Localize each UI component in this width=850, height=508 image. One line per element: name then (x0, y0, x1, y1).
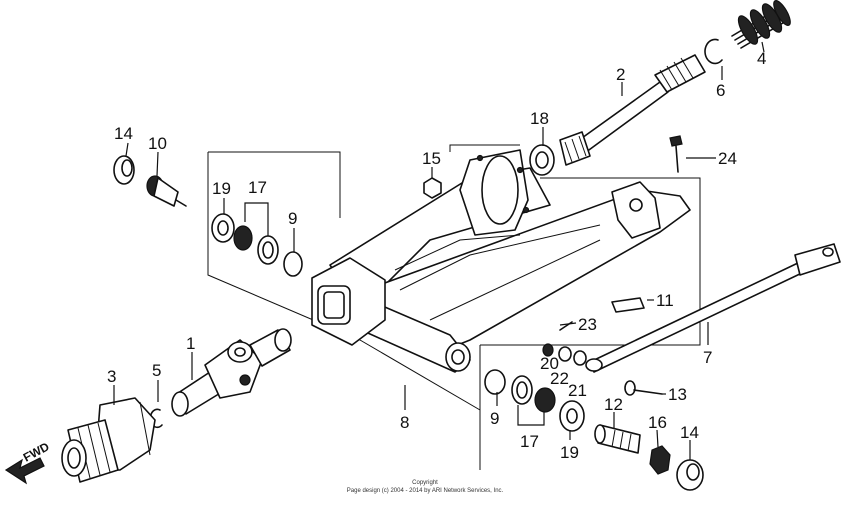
callout-5: 5 (152, 361, 161, 380)
copyright-line-2: Page design (c) 2004 - 2014 by ARI Netwo… (347, 488, 504, 494)
swingarm (311, 149, 691, 373)
bearing-18 (529, 144, 555, 176)
assembly-outline (207, 144, 701, 470)
bearing-stack-right (484, 369, 585, 432)
universal-joint (171, 328, 292, 417)
callout-19-right: 19 (560, 443, 579, 462)
callout-20: 20 (540, 354, 559, 373)
bolt-13 (624, 380, 663, 396)
callout-3: 3 (107, 367, 116, 386)
leader-lines (113, 41, 765, 460)
fwd-arrow-icon: FWD (4, 439, 52, 485)
circlip-rear (704, 38, 723, 65)
callout-17-right: 17 (520, 432, 539, 451)
cap-14-left (113, 155, 135, 185)
callout-19-left: 19 (212, 179, 231, 198)
callout-4: 4 (757, 49, 766, 68)
cap-14-right (676, 459, 704, 491)
small-parts-20-23 (542, 321, 587, 366)
callout-22: 22 (550, 369, 569, 388)
torque-rod (585, 243, 841, 373)
pivot-bolt-12 (146, 175, 187, 207)
callout-8: 8 (400, 413, 409, 432)
callout-24: 24 (718, 149, 737, 168)
callout-numbers: 2 4 6 18 24 15 14 10 19 17 9 1 5 3 8 9 1… (107, 49, 766, 462)
callout-6: 6 (716, 81, 725, 100)
callout-21: 21 (568, 381, 587, 400)
nut-15 (423, 177, 442, 199)
pivot-bolt-11 (594, 424, 641, 454)
callout-15: 15 (422, 149, 441, 168)
copyright-line-1: Copyright (412, 480, 438, 486)
callout-1: 1 (186, 334, 195, 353)
callout-17-left: 17 (248, 178, 267, 197)
callout-10: 11 (656, 291, 674, 310)
callout-11: 12 (604, 395, 623, 414)
spring (731, 0, 791, 49)
label-plate (611, 297, 645, 313)
callout-14-right: 14 (680, 423, 699, 442)
rubber-boot (61, 397, 156, 483)
callout-7: 7 (703, 348, 712, 367)
callout-13: 13 (668, 385, 687, 404)
callout-16: 16 (648, 413, 667, 432)
drive-shaft (559, 54, 706, 166)
bearing-stack-left (211, 213, 303, 277)
copyright-notice: Copyright Page design (c) 2004 - 2014 by… (347, 480, 504, 494)
callout-2: 2 (616, 65, 625, 84)
callout-23: 23 (578, 315, 597, 334)
callout-14-left: 14 (114, 124, 133, 143)
nut-16 (649, 445, 671, 475)
callout-18: 18 (530, 109, 549, 128)
bolt-24 (669, 135, 683, 173)
callout-9-left: 9 (288, 209, 297, 228)
callout-12: 10 (148, 134, 167, 153)
callout-9-right: 9 (490, 409, 499, 428)
